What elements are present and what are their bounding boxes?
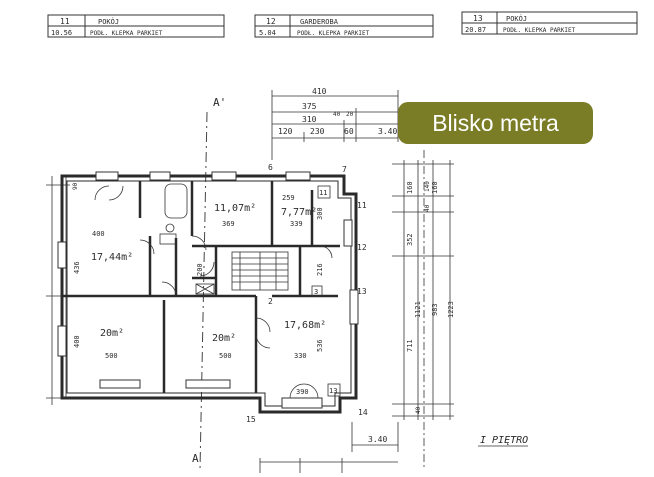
staircase [231, 251, 289, 291]
room-r6-height: 536 [316, 339, 324, 352]
windows [57, 171, 359, 409]
dim-top-60: 60 [344, 127, 354, 136]
room-r1-width: 369 [222, 220, 235, 228]
dim-top-310: 310 [302, 115, 317, 124]
marker-7: 7 [342, 165, 347, 174]
top-dimension-lines [271, 90, 399, 160]
legend-table-1 [47, 14, 225, 38]
room-r2-width: 339 [290, 220, 303, 228]
dim-right-1223: 1223 [447, 301, 455, 318]
dim-misc-216: 216 [316, 263, 324, 276]
marker-11: 11 [357, 201, 367, 210]
dim-top-410: 410 [312, 87, 327, 96]
legend-3-floor: PODŁ. KLEPKA PARKIET [503, 27, 576, 34]
legend-table-3 [461, 11, 638, 35]
outer-walls [60, 174, 358, 414]
tag-11: 11 [319, 189, 327, 197]
dim-top-375: 375 [302, 102, 317, 111]
legend-1-area: 10.56 [51, 29, 72, 37]
dim-bottom-340: 3.40 [368, 435, 387, 444]
legend-1-name: POKÓJ [98, 17, 119, 26]
room-r3-area: 17,44m² [91, 252, 133, 263]
legend-2-floor: PODŁ. KLEPKA PARKIET [297, 30, 370, 37]
section-marker-bottom: A [192, 452, 199, 465]
room-r6-width: 330 [294, 352, 307, 360]
dim-right-40: 40 [424, 204, 431, 212]
floor-label: I PIĘTRO [480, 435, 528, 446]
bottom-dimension-line [351, 422, 399, 452]
bottom-cutoff-dims [259, 458, 398, 473]
legend-1-floor: PODŁ. KLEPKA PARKIET [90, 30, 163, 37]
legend-2-area: 5.04 [259, 29, 276, 37]
dim-right-983: 983 [431, 303, 439, 316]
room-r3-width: 400 [92, 230, 105, 238]
dim-top-340: 3.40 [378, 127, 397, 136]
room-r4-height: 400 [73, 335, 81, 348]
room-r2-height: 300 [316, 207, 324, 220]
room-tags [311, 185, 341, 397]
dim-right-352: 352 [406, 233, 414, 246]
marker-15: 15 [246, 415, 256, 424]
legend-3-num: 13 [473, 14, 483, 23]
room-r5-width: 500 [219, 352, 232, 360]
room-r2-top: 259 [282, 194, 295, 202]
bathroom-fixtures [159, 183, 215, 295]
marker-14: 14 [358, 408, 368, 417]
legend-3-area: 20.87 [465, 26, 486, 34]
room-r4-width: 500 [105, 352, 118, 360]
dim-right-140: 140 [424, 181, 431, 192]
legend-3-name: POKÓJ [506, 14, 527, 23]
legend-table-2 [254, 14, 434, 38]
dim-right-40b: 40 [415, 406, 422, 414]
dim-misc-200: 200 [196, 263, 204, 276]
room-r5-area: 20m² [212, 333, 236, 344]
section-marker-top: A' [213, 96, 226, 109]
dim-top-230: 230 [310, 127, 325, 136]
tag-3: 3 [314, 288, 318, 296]
right-dimension-lines [392, 150, 454, 470]
legend-2-num: 12 [266, 17, 276, 26]
legend-1-num: 11 [60, 17, 70, 26]
tag-13: 13 [329, 387, 337, 395]
room-r1-area: 11,07m² [214, 203, 256, 214]
dim-top-40: 40 [333, 111, 341, 118]
dim-right-160a: 160 [406, 181, 414, 194]
dim-right-160b: 160 [431, 181, 439, 194]
room-r4-area: 20m² [100, 328, 124, 339]
left-dimension-lines [46, 176, 70, 405]
door-swings [94, 185, 333, 399]
dim-top-20: 20 [346, 111, 354, 118]
dim-right-711: 711 [406, 339, 414, 352]
interior-walls [62, 181, 340, 393]
room-r2-area: 7,77m² [281, 207, 317, 218]
room-r6-area: 17,68m² [284, 320, 326, 331]
dim-top-120: 120 [278, 127, 293, 136]
marker-2: 2 [268, 297, 273, 306]
dim-misc-390: 390 [296, 388, 309, 396]
marker-12: 12 [357, 243, 367, 252]
marker-13: 13 [357, 287, 367, 296]
near-metro-badge: Blisko metra [398, 102, 593, 144]
dim-left-90: 90 [72, 182, 79, 190]
dim-right-1121: 1121 [414, 301, 422, 318]
marker-6: 6 [268, 163, 273, 172]
legend-2-name: GARDEROBA [300, 18, 339, 26]
room-r3-height: 436 [73, 261, 81, 274]
